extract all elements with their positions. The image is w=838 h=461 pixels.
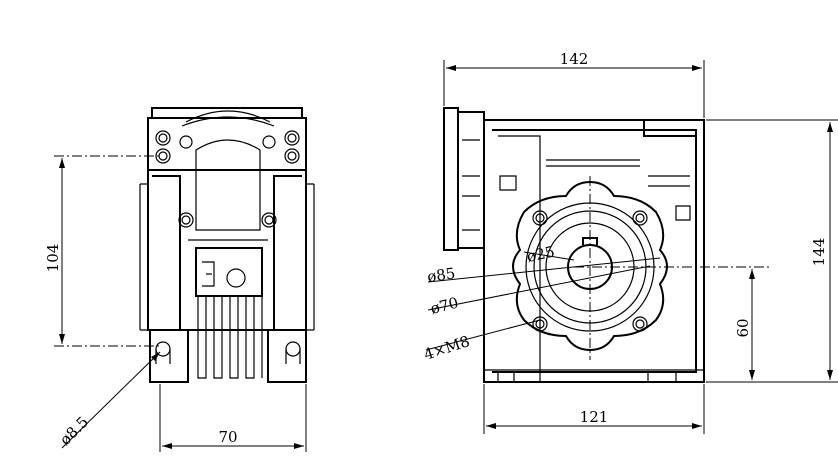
front-dim-hole-label: ø8.5 xyxy=(56,413,92,449)
side-dim-center-height-label: 60 xyxy=(734,318,752,337)
side-dim-total-width-label: 142 xyxy=(560,50,589,68)
side-dim-pcd-outer-label: ø85 xyxy=(426,264,456,286)
side-dim-total-height-label: 144 xyxy=(810,238,828,267)
front-view: 104 70 ø8.5 xyxy=(44,107,315,452)
side-view: ø85 ø70 4×M8 ø25 142 121 144 60 xyxy=(422,50,838,434)
side-dim-base-width-label: 121 xyxy=(580,408,609,426)
side-dim-threads-label: 4×M8 xyxy=(422,332,472,364)
side-dim-bore-label: ø25 xyxy=(525,242,556,265)
side-dim-pcd-inner-label: ø70 xyxy=(429,294,461,318)
front-dim-height-label: 104 xyxy=(44,244,62,273)
front-dim-width-label: 70 xyxy=(218,428,237,446)
